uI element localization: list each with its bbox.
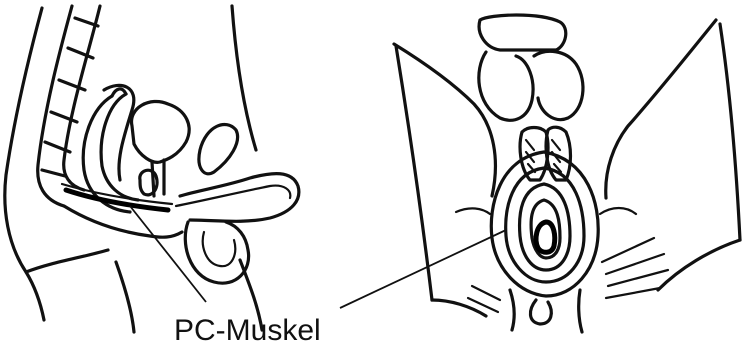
scrotum	[185, 222, 248, 283]
hip-right	[720, 24, 740, 240]
leg-contour-inner	[116, 262, 134, 332]
pubic-bone	[199, 124, 238, 173]
penis-urethra	[176, 186, 290, 206]
testicle	[203, 232, 235, 266]
thigh-right	[606, 20, 716, 198]
male-sagittal-section	[5, 6, 299, 332]
penis	[180, 174, 299, 222]
rectum	[83, 94, 138, 212]
pubic-lobe-right	[534, 51, 583, 119]
pc-muscle-label: PC-Muskel	[174, 314, 321, 347]
spine-icon	[38, 6, 100, 206]
leader-line-female	[340, 230, 506, 308]
vaginal-opening	[536, 222, 555, 252]
lower-contour-right	[658, 240, 740, 290]
anus	[530, 300, 551, 324]
female-pelvic-floor	[394, 15, 740, 332]
bladder	[132, 101, 190, 162]
pubic-symphysis	[479, 15, 566, 50]
pubic-lobe-left	[479, 52, 533, 120]
hip-left	[396, 46, 432, 300]
buttock-contour	[26, 250, 108, 272]
